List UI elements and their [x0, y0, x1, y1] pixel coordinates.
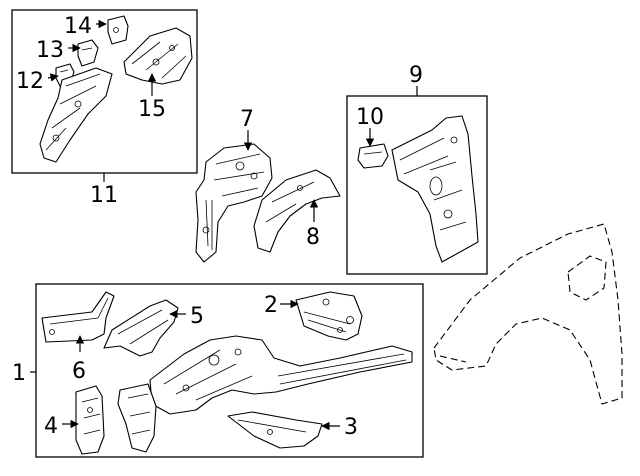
leader-arrows: [47, 19, 375, 431]
group-1-box: [30, 283, 424, 458]
part-1-rail: [149, 335, 413, 415]
callout-4: 4: [44, 414, 58, 439]
callout-11: 11: [90, 183, 118, 208]
part-9-pillar: [391, 115, 479, 263]
callout-13: 13: [36, 38, 64, 63]
part-4: [75, 385, 105, 455]
part-7: [195, 143, 273, 263]
callout-10: 10: [356, 105, 384, 130]
part-13: [77, 39, 99, 67]
callout-2: 2: [264, 293, 278, 318]
callout-7: 7: [240, 107, 254, 132]
callout-12: 12: [16, 69, 44, 94]
part-10: [357, 143, 389, 169]
callout-labels: 14 13 12 15 11 7 8 9 10 2 5 6 1 4 3: [12, 14, 423, 440]
callout-3: 3: [344, 415, 358, 440]
arrow-12: [47, 73, 59, 82]
part-15: [123, 27, 193, 85]
callout-6: 6: [72, 359, 86, 384]
callout-15: 15: [138, 97, 166, 122]
group-11-box: [11, 9, 198, 182]
part-5: [103, 299, 179, 357]
part-2: [295, 291, 363, 341]
part-6: [41, 291, 115, 343]
part-1-lower-bracket: [117, 383, 157, 453]
part-3: [227, 411, 323, 449]
fender-outline: [433, 223, 623, 405]
callout-14: 14: [64, 14, 92, 39]
group-9-box: [346, 86, 488, 275]
callout-1: 1: [12, 361, 26, 386]
callout-9: 9: [409, 63, 423, 88]
callout-8: 8: [306, 225, 320, 250]
part-14: [107, 15, 129, 45]
callout-5: 5: [190, 304, 204, 329]
part-11-rail: [39, 67, 113, 163]
part-8: [253, 169, 341, 253]
